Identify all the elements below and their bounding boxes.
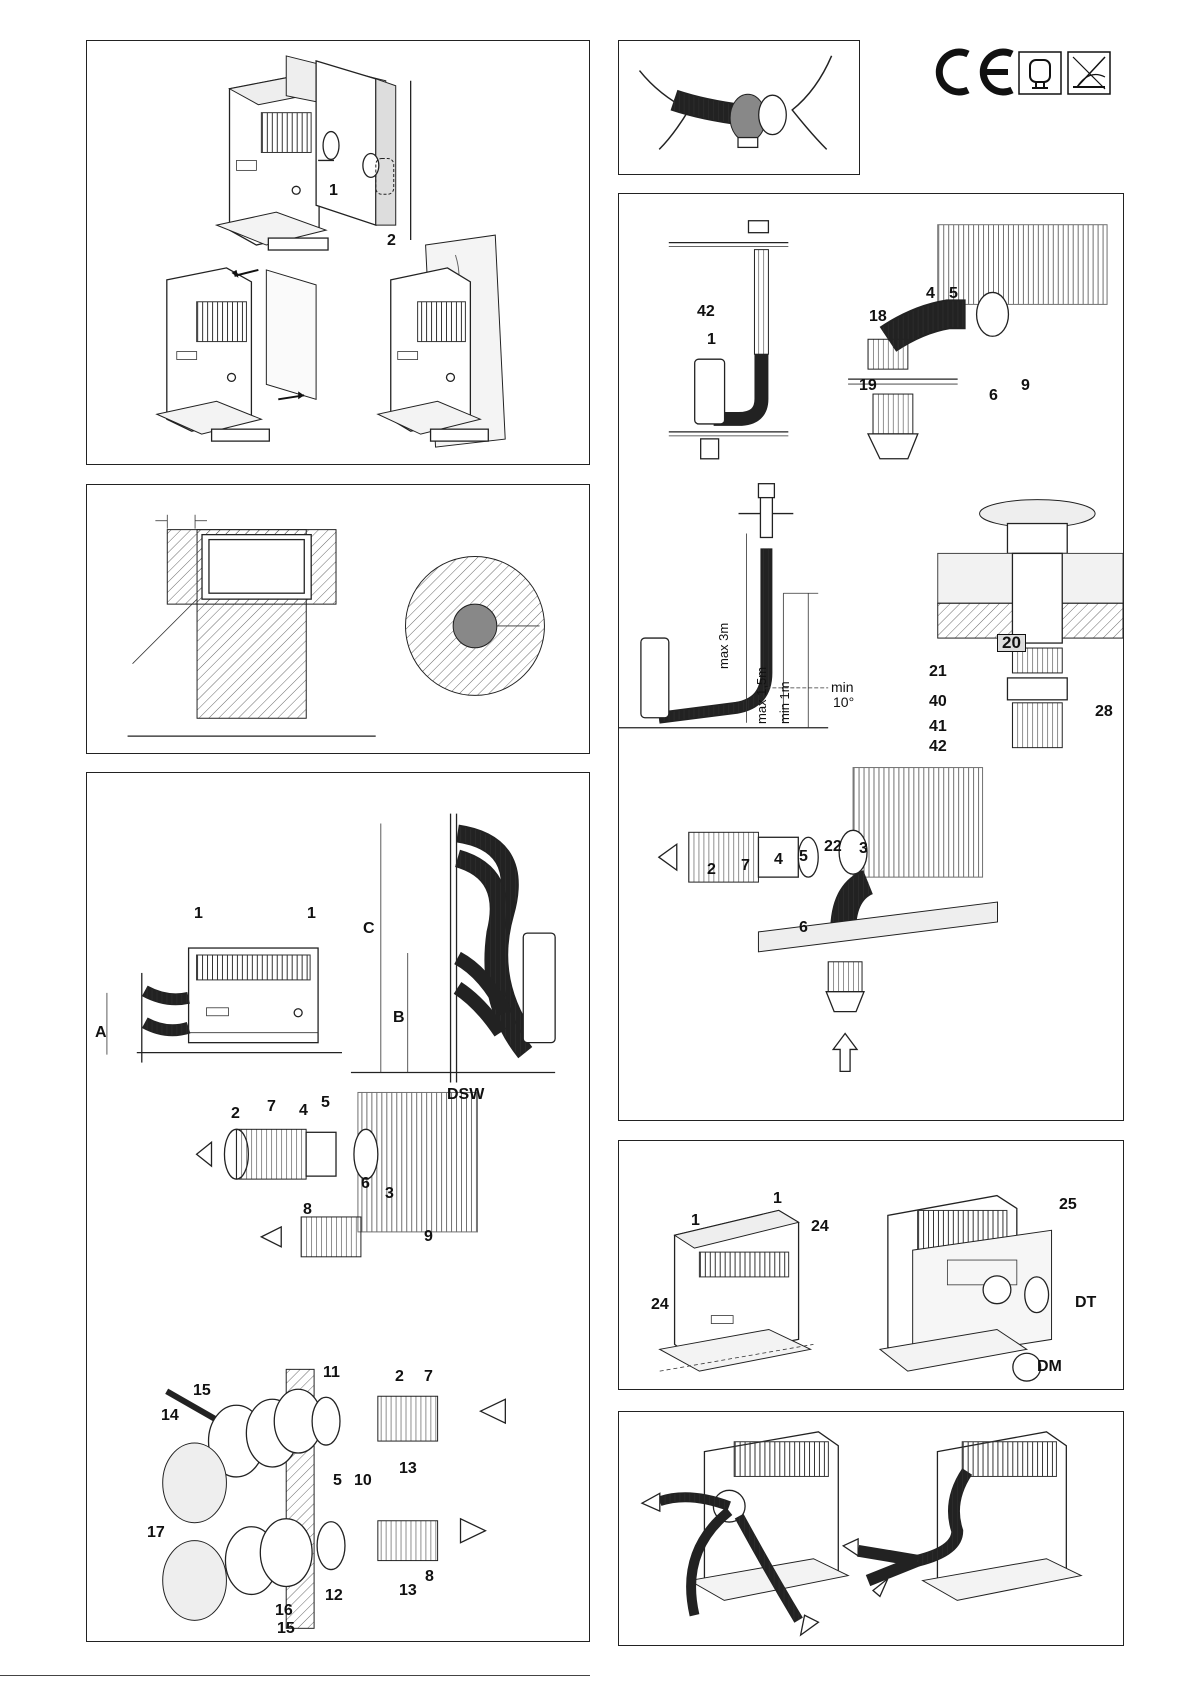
vertical-flue bbox=[669, 221, 789, 459]
label-1-right: 1 bbox=[307, 906, 316, 922]
label-4: 4 bbox=[926, 286, 935, 302]
label-max-3m: max 3m bbox=[716, 623, 731, 669]
label-1-left: 1 bbox=[194, 906, 203, 922]
label-28: 28 bbox=[1095, 704, 1113, 720]
label-22: 22 bbox=[824, 839, 842, 855]
panel-cabinet-mounting: 1 1 24 24 25 DT DM bbox=[618, 1140, 1124, 1390]
label-DM: DM bbox=[1037, 1359, 1062, 1375]
pipe-connection bbox=[659, 768, 998, 1072]
elbow-connection bbox=[848, 225, 1107, 459]
label-24-right: 24 bbox=[811, 1219, 829, 1235]
label-B: B bbox=[393, 1010, 405, 1026]
footer-rule bbox=[0, 1675, 590, 1676]
hands-clamp-illustration bbox=[619, 41, 859, 174]
label-1: 1 bbox=[707, 332, 716, 348]
heater-front bbox=[107, 948, 342, 1063]
label-42: 42 bbox=[697, 304, 715, 320]
cabinet-mounting-illustration bbox=[619, 1141, 1123, 1389]
panel-wall-clearance bbox=[86, 484, 590, 754]
label-13-bottom: 13 bbox=[399, 1583, 417, 1599]
approval-symbol-icon bbox=[1018, 51, 1062, 95]
ce-mark bbox=[928, 48, 1020, 96]
wall-section bbox=[351, 814, 555, 1083]
label-min-1m: min 1m bbox=[777, 681, 792, 724]
label-6: 6 bbox=[361, 1176, 370, 1192]
label-15-top: 15 bbox=[193, 1383, 211, 1399]
label-10-deg: 10° bbox=[833, 694, 854, 710]
label-1-left: 1 bbox=[691, 1213, 700, 1229]
distance-symbol-icon bbox=[1067, 51, 1111, 95]
heater-bottom-left bbox=[157, 268, 316, 441]
label-2: 2 bbox=[231, 1106, 240, 1122]
label-DSW: DSW bbox=[447, 1087, 484, 1103]
label-A: A bbox=[95, 1025, 107, 1041]
label-20: 20 bbox=[997, 634, 1026, 652]
label-8-bottom: 8 bbox=[425, 1569, 434, 1585]
heater-duct-right bbox=[843, 1432, 1081, 1601]
label-6-pipe: 6 bbox=[799, 920, 808, 936]
label-max-1-5m: max 1,5m bbox=[754, 667, 769, 724]
label-6: 6 bbox=[989, 388, 998, 404]
label-7-pipe: 7 bbox=[741, 858, 750, 874]
label-21: 21 bbox=[929, 664, 947, 680]
label-min: min bbox=[831, 679, 854, 695]
label-7: 7 bbox=[267, 1099, 276, 1115]
label-16: 16 bbox=[275, 1603, 293, 1619]
heater-duct-left bbox=[642, 1432, 848, 1635]
label-24-left: 24 bbox=[651, 1297, 669, 1313]
label-1: 1 bbox=[329, 183, 338, 199]
panel-wall-installation: 1 1 A B C DSW 2 7 4 5 6 3 8 9 15 14 11 2… bbox=[86, 772, 590, 1642]
label-9: 9 bbox=[1021, 378, 1030, 394]
label-8: 8 bbox=[303, 1202, 312, 1218]
label-15-bottom: 15 bbox=[277, 1621, 295, 1637]
heater-back-mount bbox=[880, 1196, 1052, 1382]
panel-hose-clamp bbox=[618, 40, 860, 175]
label-3: 3 bbox=[385, 1186, 394, 1202]
wall-section-illustration bbox=[87, 485, 589, 753]
label-3-pipe: 3 bbox=[859, 841, 868, 857]
heater-front-mount bbox=[660, 1210, 814, 1371]
label-42-roof: 42 bbox=[929, 739, 947, 755]
label-19: 19 bbox=[859, 378, 877, 394]
heater-top bbox=[217, 77, 328, 250]
label-5: 5 bbox=[949, 286, 958, 302]
flue-length-diagram bbox=[619, 484, 828, 728]
label-18: 18 bbox=[869, 309, 887, 325]
label-5-bottom: 5 bbox=[333, 1473, 342, 1489]
label-13-top: 13 bbox=[399, 1461, 417, 1477]
label-12: 12 bbox=[325, 1588, 343, 1604]
roof-installation-illustration bbox=[619, 194, 1123, 1120]
label-4: 4 bbox=[299, 1103, 308, 1119]
heater-cover-illustration bbox=[87, 41, 589, 464]
label-40: 40 bbox=[929, 694, 947, 710]
label-DT: DT bbox=[1075, 1295, 1096, 1311]
label-25: 25 bbox=[1059, 1197, 1077, 1213]
label-11: 11 bbox=[323, 1365, 340, 1381]
panel-duct-connection bbox=[618, 1411, 1124, 1646]
label-7-bottom: 7 bbox=[424, 1369, 433, 1385]
label-17: 17 bbox=[147, 1525, 165, 1541]
label-41: 41 bbox=[929, 719, 947, 735]
label-4-pipe: 4 bbox=[774, 852, 783, 868]
panel-dismount-cover: 1 2 bbox=[86, 40, 590, 465]
label-5: 5 bbox=[321, 1095, 330, 1111]
label-2-bottom: 2 bbox=[395, 1369, 404, 1385]
label-5-pipe: 5 bbox=[799, 849, 808, 865]
label-9: 9 bbox=[424, 1229, 433, 1245]
label-10: 10 bbox=[354, 1473, 372, 1489]
label-2-pipe: 2 bbox=[707, 862, 716, 878]
panel-roof-installation: 42 1 4 5 18 19 6 9 max 3m max 1,5m min 1… bbox=[618, 193, 1124, 1121]
wall-installation-illustration bbox=[87, 773, 589, 1641]
duct-connection-illustration bbox=[619, 1412, 1123, 1645]
label-C: C bbox=[363, 921, 375, 937]
label-14: 14 bbox=[161, 1408, 179, 1424]
label-1-top: 1 bbox=[773, 1191, 782, 1207]
heater-bottom-right bbox=[378, 235, 505, 447]
label-2: 2 bbox=[387, 233, 396, 249]
